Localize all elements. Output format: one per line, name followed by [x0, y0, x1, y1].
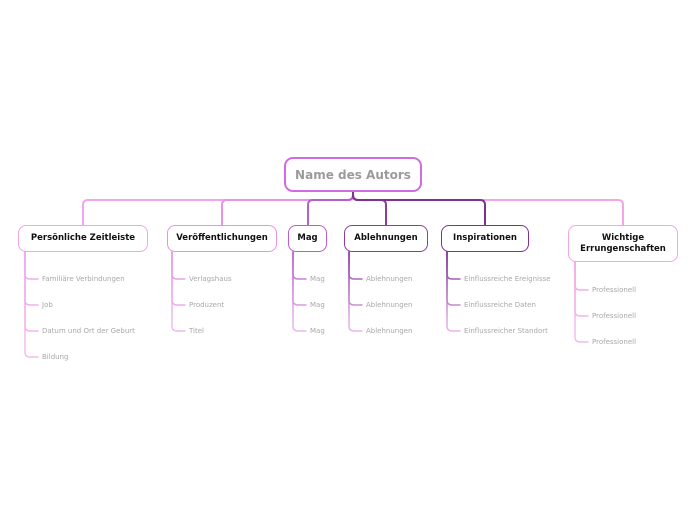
subtopic-label[interactable]: Ablehnungen [366, 301, 413, 309]
subtopic-label[interactable]: Familiäre Verbindungen [42, 275, 125, 283]
branch-node-wichtige-errungenschaften[interactable]: Wichtige Errungenschaften [568, 225, 678, 262]
connector-branch1-sub1 [24, 251, 39, 280]
subtopic-label[interactable]: Datum und Ort der Geburt [42, 327, 135, 335]
subtopic-label[interactable]: Mag [310, 301, 325, 309]
subtopic-label[interactable]: Professionell [592, 312, 637, 320]
branch-node-veroeffentlichungen[interactable]: Veröffentlichungen [167, 225, 277, 252]
subtopic-label[interactable]: Einflussreicher Standort [464, 327, 548, 335]
subtopic-label[interactable]: Ablehnungen [366, 327, 413, 335]
connector-branch3-sub2 [292, 251, 307, 306]
root-node[interactable]: Name des Autors [284, 157, 422, 192]
connector-branch2-sub3 [171, 251, 186, 332]
subtopic-label[interactable]: Titel [189, 327, 205, 335]
connector-branch5-sub2 [446, 251, 461, 306]
subtopic-label[interactable]: Einflussreiche Ereignisse [464, 275, 551, 283]
subtopic-label[interactable]: Produzent [189, 301, 225, 309]
subtopic-label[interactable]: Bildung [42, 353, 69, 361]
connector-branch2-sub1 [171, 251, 186, 280]
branch-node-label: Inspirationen [453, 233, 517, 244]
branch-node-label: Veröffentlichungen [176, 233, 268, 244]
branch-node-label: Persönliche Zeitleiste [30, 233, 136, 244]
connector-root-to-branch-5 [352, 191, 486, 226]
branch-node-mag[interactable]: Mag [288, 225, 327, 252]
subtopic-label[interactable]: Professionell [592, 338, 637, 346]
branch-node-label: Mag [297, 233, 318, 244]
connector-branch4-sub3 [348, 251, 363, 332]
subtopic-label[interactable]: Mag [310, 327, 325, 335]
branch-node-persoenliche-zeitleiste[interactable]: Persönliche Zeitleiste [18, 225, 148, 252]
connector-branch6-sub1 [574, 261, 589, 291]
subtopic-label[interactable]: Professionell [592, 286, 637, 294]
connector-branch3-sub3 [292, 251, 307, 332]
subtopic-label[interactable]: Mag [310, 275, 325, 283]
branch-node-label: Wichtige Errungenschaften [580, 232, 666, 254]
branch-node-label: Ablehnungen [354, 233, 418, 244]
subtopic-label[interactable]: Ablehnungen [366, 275, 413, 283]
connector-root-to-branch-4 [352, 191, 387, 226]
branch-node-inspirationen[interactable]: Inspirationen [441, 225, 529, 252]
connector-branch1-sub3 [24, 251, 39, 332]
subtopic-label[interactable]: Job [42, 301, 53, 309]
connector-branch6-sub3 [574, 261, 589, 343]
connector-branch5-sub3 [446, 251, 461, 332]
connector-root-to-branch-3 [307, 191, 354, 226]
subtopic-label[interactable]: Einflussreiche Daten [464, 301, 536, 309]
connector-branch1-sub2 [24, 251, 39, 306]
connector-root-to-branch-6 [352, 191, 624, 226]
root-node-label: Name des Autors [295, 167, 411, 182]
connector-branch4-sub1 [348, 251, 363, 280]
connector-branch4-sub2 [348, 251, 363, 306]
connector-branch1-sub4 [24, 251, 39, 358]
subtopic-label[interactable]: Verlagshaus [189, 275, 232, 283]
connector-branch6-sub2 [574, 261, 589, 317]
connector-branch3-sub1 [292, 251, 307, 280]
connector-root-to-branch-1 [82, 191, 354, 226]
connector-branch5-sub1 [446, 251, 461, 280]
connector-root-to-branch-2 [221, 191, 354, 226]
branch-node-ablehnungen[interactable]: Ablehnungen [344, 225, 428, 252]
connector-branch2-sub2 [171, 251, 186, 306]
